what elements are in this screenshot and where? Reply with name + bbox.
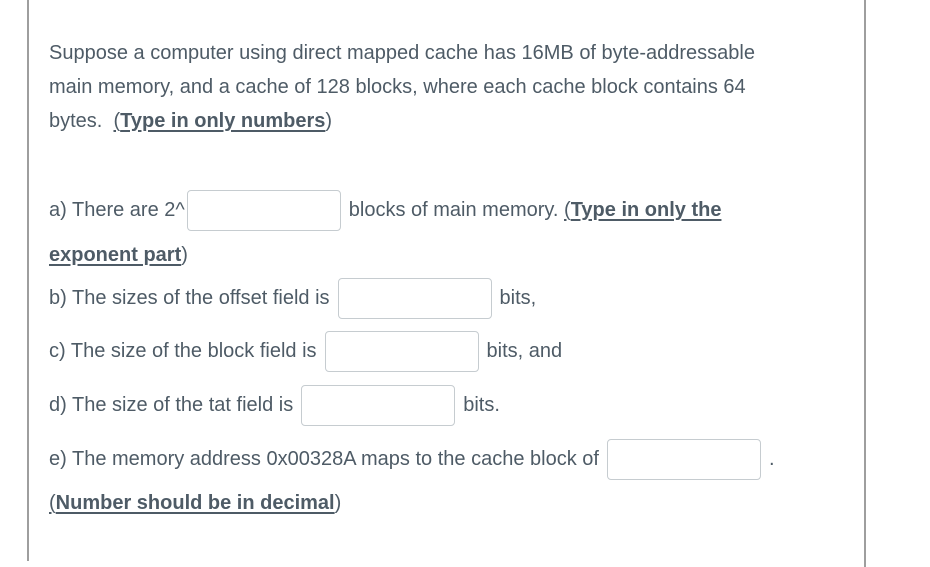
part-c-prefix: c) The size of the block field is <box>49 340 317 362</box>
note-open-paren: ( <box>49 492 56 514</box>
answer-b-input[interactable] <box>337 278 492 320</box>
part-a-instruction-line1: Type in only the <box>570 199 722 221</box>
left-border-line <box>27 0 29 561</box>
answer-d-input[interactable] <box>301 385 456 427</box>
part-d-prefix: d) The size of the tat field is <box>49 394 294 416</box>
part-e-suffix: . <box>768 448 775 470</box>
answer-a-input[interactable] <box>186 190 341 232</box>
note-emphasis: Number should be in decimal <box>55 492 335 514</box>
note-close-paren: ) <box>334 492 342 514</box>
intro-instruction-emphasis: Type in only numbers <box>120 110 326 132</box>
part-b-row: b) The sizes of the offset field is bits, <box>49 278 537 320</box>
part-e-prefix: e) The memory address 0x00328A maps to t… <box>49 448 599 470</box>
part-a-close-paren: ) <box>181 244 188 266</box>
part-c-row: c) The size of the block field is bits, a… <box>49 331 563 373</box>
part-a-suffix: blocks of main memory. <box>348 199 565 221</box>
part-a-row: a) There are 2^ blocks of main memory. (T… <box>49 190 722 232</box>
intro-line-3-prefix: bytes. <box>49 110 114 132</box>
intro-line-2: main memory, and a cache of 128 blocks, … <box>49 76 746 98</box>
part-a-instruction-continued: exponent part) <box>49 239 188 272</box>
answer-e-input[interactable] <box>606 439 761 481</box>
answer-c-input[interactable] <box>324 331 479 373</box>
part-a-instruction-line2: exponent part <box>49 244 182 266</box>
intro-close-paren: ) <box>325 110 333 132</box>
part-e-row: e) The memory address 0x00328A maps to t… <box>49 439 775 481</box>
part-b-suffix: bits, <box>499 287 537 309</box>
part-a-prefix: a) There are 2^ <box>49 199 185 221</box>
right-border-line <box>864 0 866 567</box>
part-a-open-paren: ( <box>564 199 571 221</box>
intro-line-1: Suppose a computer using direct mapped c… <box>49 42 755 64</box>
part-e-note: (Number should be in decimal) <box>49 487 341 520</box>
intro-open-paren: ( <box>113 110 121 132</box>
part-b-prefix: b) The sizes of the offset field is <box>49 287 330 309</box>
question-intro: Suppose a computer using direct mapped c… <box>49 36 849 138</box>
part-d-row: d) The size of the tat field is bits. <box>49 385 500 427</box>
part-c-suffix: bits, and <box>486 340 563 362</box>
part-d-suffix: bits. <box>463 394 500 416</box>
